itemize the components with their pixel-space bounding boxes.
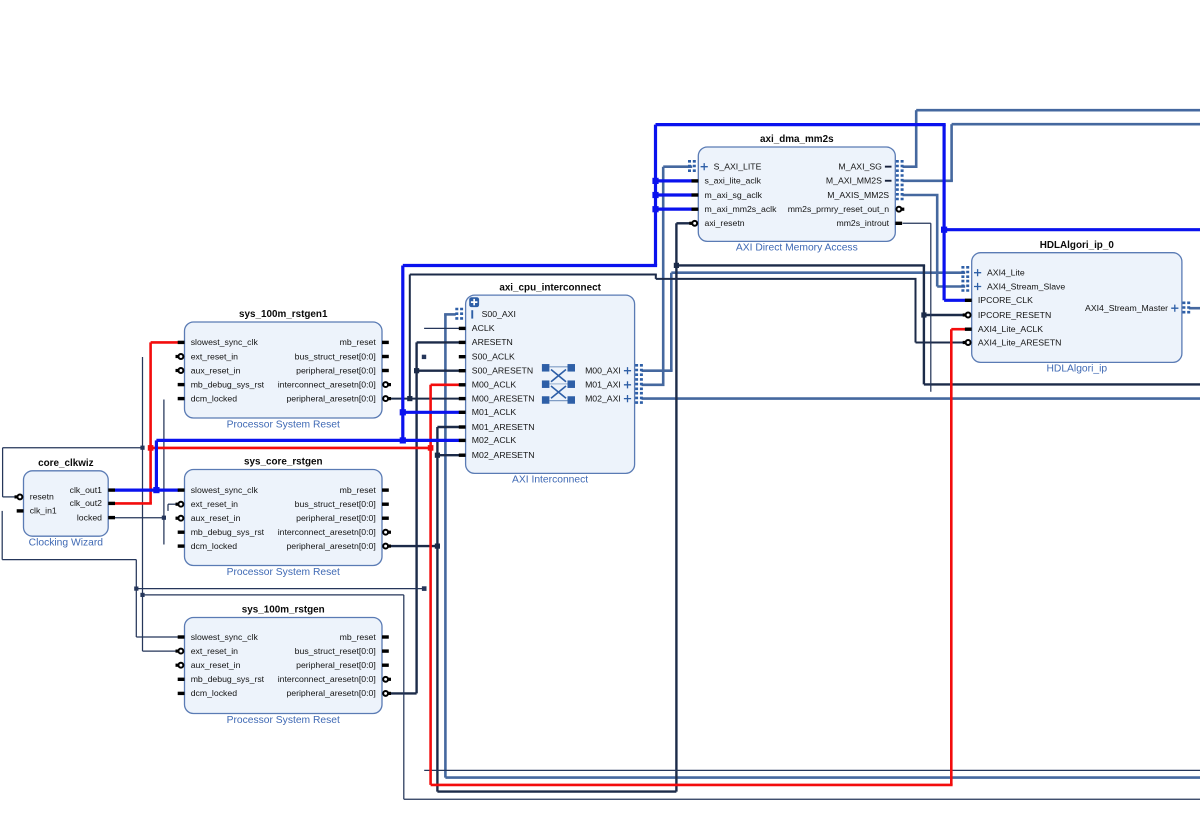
svg-text:AXI4_Lite_ACLK: AXI4_Lite_ACLK: [978, 324, 1043, 334]
svg-text:IPCORE_CLK: IPCORE_CLK: [978, 295, 1033, 305]
svg-text:peripheral_reset[0:0]: peripheral_reset[0:0]: [296, 365, 376, 375]
svg-text:m_axi_sg_aclk: m_axi_sg_aclk: [705, 190, 763, 200]
svg-text:S00_ARESETN: S00_ARESETN: [472, 366, 533, 376]
svg-text:HDLAlgori_ip_0: HDLAlgori_ip_0: [1040, 240, 1115, 251]
svg-text:Processor System Reset: Processor System Reset: [227, 715, 340, 726]
svg-text:M00_ARESETN: M00_ARESETN: [472, 393, 535, 403]
svg-text:S_AXI_LITE: S_AXI_LITE: [714, 162, 762, 172]
svg-text:M01_ACLK: M01_ACLK: [472, 407, 517, 417]
svg-text:mm2s_prmry_reset_out_n: mm2s_prmry_reset_out_n: [788, 204, 890, 214]
svg-text:M02_ARESETN: M02_ARESETN: [472, 450, 535, 460]
svg-text:mb_reset: mb_reset: [340, 485, 377, 495]
svg-text:peripheral_reset[0:0]: peripheral_reset[0:0]: [296, 660, 376, 670]
svg-text:sys_100m_rstgen: sys_100m_rstgen: [242, 605, 325, 616]
svg-text:axi_resetn: axi_resetn: [705, 218, 745, 228]
svg-text:S00_ACLK: S00_ACLK: [472, 352, 515, 362]
svg-text:bus_struct_reset[0:0]: bus_struct_reset[0:0]: [295, 351, 376, 361]
svg-text:Processor System Reset: Processor System Reset: [227, 567, 340, 578]
svg-text:M_AXI_SG: M_AXI_SG: [838, 162, 882, 172]
svg-text:interconnect_aresetn[0:0]: interconnect_aresetn[0:0]: [278, 527, 376, 537]
svg-text:M01_AXI: M01_AXI: [585, 380, 621, 390]
svg-text:AXI4_Lite: AXI4_Lite: [987, 268, 1025, 278]
svg-text:bus_struct_reset[0:0]: bus_struct_reset[0:0]: [295, 646, 376, 656]
svg-text:aux_reset_in: aux_reset_in: [191, 513, 241, 523]
svg-text:peripheral_reset[0:0]: peripheral_reset[0:0]: [296, 513, 376, 523]
svg-text:resetn: resetn: [30, 492, 54, 502]
svg-text:peripheral_aresetn[0:0]: peripheral_aresetn[0:0]: [286, 393, 375, 403]
svg-text:slowest_sync_clk: slowest_sync_clk: [191, 337, 259, 347]
svg-text:mb_debug_sys_rst: mb_debug_sys_rst: [191, 674, 265, 684]
svg-text:m_axi_mm2s_aclk: m_axi_mm2s_aclk: [705, 204, 778, 214]
svg-text:interconnect_aresetn[0:0]: interconnect_aresetn[0:0]: [278, 379, 376, 389]
svg-text:AXI Interconnect: AXI Interconnect: [512, 475, 588, 486]
svg-text:Clocking Wizard: Clocking Wizard: [29, 538, 104, 549]
svg-text:interconnect_aresetn[0:0]: interconnect_aresetn[0:0]: [278, 674, 376, 684]
svg-text:mb_debug_sys_rst: mb_debug_sys_rst: [191, 379, 265, 389]
svg-text:dcm_locked: dcm_locked: [191, 688, 238, 698]
svg-text:ext_reset_in: ext_reset_in: [191, 499, 238, 509]
svg-text:aux_reset_in: aux_reset_in: [191, 365, 241, 375]
svg-text:Processor System Reset: Processor System Reset: [227, 419, 340, 430]
svg-text:ext_reset_in: ext_reset_in: [191, 646, 238, 656]
svg-text:M02_AXI: M02_AXI: [585, 393, 621, 403]
svg-text:core_clkwiz: core_clkwiz: [38, 458, 94, 469]
svg-text:sys_core_rstgen: sys_core_rstgen: [244, 457, 323, 468]
svg-text:S00_AXI: S00_AXI: [482, 309, 516, 319]
svg-text:M01_ARESETN: M01_ARESETN: [472, 422, 535, 432]
svg-text:AXI Direct Memory Access: AXI Direct Memory Access: [736, 243, 858, 254]
svg-text:slowest_sync_clk: slowest_sync_clk: [191, 485, 259, 495]
svg-text:aux_reset_in: aux_reset_in: [191, 660, 241, 670]
svg-text:M02_ACLK: M02_ACLK: [472, 435, 517, 445]
svg-text:AXI4_Lite_ARESETN: AXI4_Lite_ARESETN: [978, 337, 1062, 347]
svg-text:ACLK: ACLK: [472, 323, 495, 333]
svg-text:mm2s_introut: mm2s_introut: [836, 218, 889, 228]
svg-text:M00_ACLK: M00_ACLK: [472, 380, 517, 390]
svg-text:clk_in1: clk_in1: [30, 506, 57, 516]
svg-text:AXI4_Stream_Master: AXI4_Stream_Master: [1085, 303, 1168, 313]
svg-text:IPCORE_RESETN: IPCORE_RESETN: [978, 310, 1051, 320]
svg-text:mb_reset: mb_reset: [340, 337, 377, 347]
svg-text:locked: locked: [77, 512, 102, 522]
svg-text:mb_debug_sys_rst: mb_debug_sys_rst: [191, 527, 265, 537]
svg-text:dcm_locked: dcm_locked: [191, 541, 238, 551]
svg-text:M00_AXI: M00_AXI: [585, 366, 621, 376]
svg-text:s_axi_lite_aclk: s_axi_lite_aclk: [705, 176, 762, 186]
svg-text:slowest_sync_clk: slowest_sync_clk: [191, 632, 259, 642]
svg-text:peripheral_aresetn[0:0]: peripheral_aresetn[0:0]: [286, 688, 375, 698]
svg-text:bus_struct_reset[0:0]: bus_struct_reset[0:0]: [295, 499, 376, 509]
svg-text:peripheral_aresetn[0:0]: peripheral_aresetn[0:0]: [286, 541, 375, 551]
svg-text:axi_cpu_interconnect: axi_cpu_interconnect: [499, 282, 601, 293]
svg-text:dcm_locked: dcm_locked: [191, 393, 238, 403]
svg-text:axi_dma_mm2s: axi_dma_mm2s: [760, 134, 834, 145]
svg-text:sys_100m_rstgen1: sys_100m_rstgen1: [239, 309, 328, 320]
svg-text:M_AXIS_MM2S: M_AXIS_MM2S: [827, 190, 889, 200]
svg-text:ARESETN: ARESETN: [472, 337, 513, 347]
svg-text:M_AXI_MM2S: M_AXI_MM2S: [826, 176, 882, 186]
svg-text:AXI4_Stream_Slave: AXI4_Stream_Slave: [987, 281, 1065, 291]
svg-text:clk_out1: clk_out1: [70, 485, 103, 495]
svg-text:ext_reset_in: ext_reset_in: [191, 351, 238, 361]
svg-text:mb_reset: mb_reset: [340, 632, 377, 642]
svg-text:HDLAlgori_ip: HDLAlgori_ip: [1046, 364, 1107, 375]
svg-text:clk_out2: clk_out2: [70, 498, 103, 508]
